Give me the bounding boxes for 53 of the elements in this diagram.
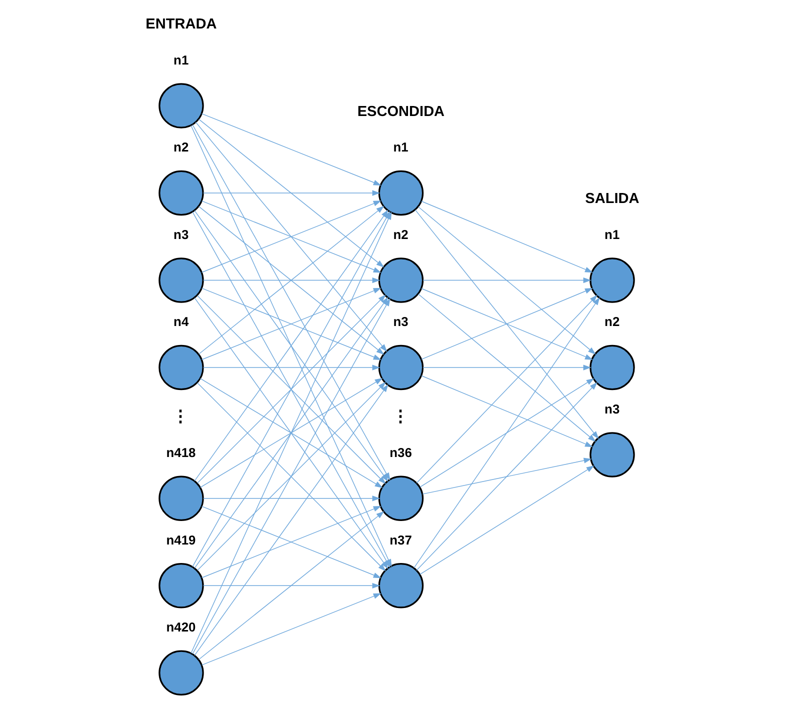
arrow <box>420 465 594 575</box>
arrow <box>422 278 592 284</box>
node-label: n418 <box>166 445 196 460</box>
arrow <box>201 506 382 578</box>
label: SALIDA <box>585 191 640 208</box>
node-label: n2 <box>174 140 189 155</box>
arrow <box>194 384 388 656</box>
node-circle <box>378 170 424 216</box>
arrow <box>421 375 593 448</box>
arrow <box>422 458 592 494</box>
node-circle <box>158 170 204 216</box>
node-circle <box>158 650 204 696</box>
node-circle <box>158 476 204 522</box>
node-label: n3 <box>174 226 189 242</box>
node-circle <box>158 258 204 303</box>
arrow <box>421 200 593 273</box>
arrow <box>201 593 382 666</box>
arrow <box>201 113 382 186</box>
node-label: n2 <box>393 226 408 242</box>
arrow <box>201 200 382 273</box>
node-label: n420 <box>166 620 196 635</box>
node-circle <box>158 563 204 608</box>
arrow <box>198 511 384 660</box>
node-label: n37 <box>390 532 412 548</box>
arrow <box>203 364 380 370</box>
arrow <box>414 209 599 440</box>
arrow <box>418 294 596 442</box>
node-label: n1 <box>604 226 620 242</box>
arrow <box>203 582 380 588</box>
node-label: n1 <box>174 52 189 68</box>
node-label: n3 <box>393 314 408 330</box>
arrow <box>203 278 380 284</box>
arrow <box>418 206 596 355</box>
arrow <box>420 378 594 488</box>
arrow <box>416 382 598 571</box>
label: ENTRADA <box>146 16 217 33</box>
node-label: n1 <box>393 140 408 155</box>
arrow <box>198 118 384 268</box>
node-label: n2 <box>604 314 620 330</box>
label: ESCONDIDA <box>357 104 445 120</box>
arrow <box>203 190 380 196</box>
arrow <box>422 364 592 370</box>
node-label: n419 <box>166 532 196 548</box>
arrow <box>203 496 380 502</box>
node-circle <box>158 83 204 128</box>
node-circle <box>158 344 204 390</box>
arrow <box>414 297 600 568</box>
label: ⋮ <box>172 408 189 426</box>
node-label: n4 <box>174 314 189 330</box>
node-label: n3 <box>604 401 620 416</box>
node-label: n36 <box>390 445 412 460</box>
label: ⋮ <box>392 408 408 426</box>
arrow <box>416 294 598 484</box>
